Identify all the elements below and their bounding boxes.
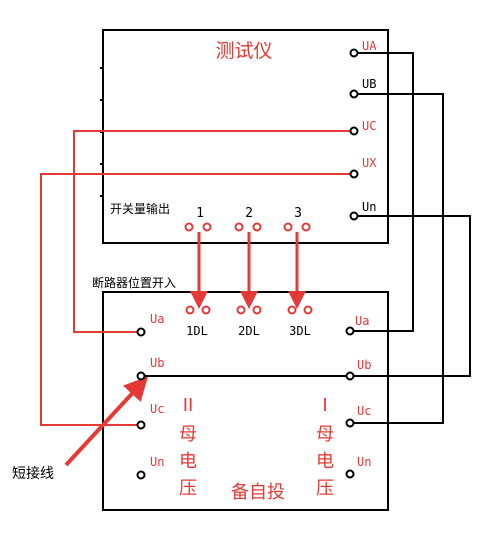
svg-text:电: 电 <box>179 451 197 472</box>
device-left-label-uc: Uc <box>150 402 164 416</box>
wire-un-to-ub <box>352 215 471 377</box>
breaker-label-3dl: 3DL <box>289 324 311 338</box>
terminal-right-ua <box>345 326 355 336</box>
bus2-voltage-label: II 母 电 压 <box>179 395 197 499</box>
output-number-1: 1 <box>196 206 204 221</box>
output-3-contact-b <box>301 222 311 232</box>
black-terminals <box>136 48 359 480</box>
output-2-contact-b <box>252 222 262 232</box>
device-left-label-ub: Ub <box>150 356 164 370</box>
wire-ux-to-uc <box>40 173 352 426</box>
wire-ua-to-right-ua <box>352 52 414 332</box>
terminal-tester-ub <box>349 89 359 99</box>
breaker-3dl-contact-b <box>303 305 313 315</box>
terminal-left-ub <box>136 371 146 381</box>
tester-terminal-label-ub: UB <box>362 77 376 91</box>
svg-text:母: 母 <box>179 424 197 445</box>
svg-text:压: 压 <box>179 478 197 499</box>
breaker-input-label: 断路器位置开入 <box>92 275 176 290</box>
switch-output-label: 开关量输出 <box>110 201 170 216</box>
device-right-label-ub: Ub <box>357 358 371 372</box>
output-number-3: 3 <box>294 206 302 221</box>
tester-terminal-label-ua: UA <box>362 39 377 53</box>
red-terminal-pairs <box>184 222 313 315</box>
breaker-2dl-contact-b <box>252 305 262 315</box>
terminal-tester-un <box>349 211 359 221</box>
svg-text:母: 母 <box>316 424 334 445</box>
output-1-contact-a <box>184 222 194 232</box>
svg-text:压: 压 <box>316 478 334 499</box>
terminal-left-ua <box>136 327 146 337</box>
device-left-label-un: Un <box>150 455 164 469</box>
terminal-right-ub <box>345 371 355 381</box>
terminal-tester-ua <box>349 48 359 58</box>
black-wires <box>144 52 471 424</box>
tester-terminal-label-ux: UX <box>362 156 377 170</box>
breaker-2dl-contact-a <box>236 305 246 315</box>
terminal-left-un <box>136 470 146 480</box>
red-wires <box>40 130 352 426</box>
wire-ub-to-right-uc <box>352 93 444 424</box>
output-2-contact-a <box>234 222 244 232</box>
device-right-label-un: Un <box>357 455 371 469</box>
terminal-tester-ux <box>349 169 359 179</box>
terminal-tester-uc <box>349 126 359 136</box>
tester-box <box>102 29 389 244</box>
short-wire-pointer-arrow <box>64 376 149 467</box>
breaker-label-2dl: 2DL <box>238 324 260 338</box>
device-left-label-ua: Ua <box>150 312 164 326</box>
bus1-voltage-label: I 母 电 压 <box>316 395 334 499</box>
device-right-label-ua: Ua <box>355 314 369 328</box>
svg-text:II: II <box>183 395 194 416</box>
terminal-right-un <box>345 469 355 479</box>
breaker-1dl-contact-b <box>201 305 211 315</box>
output-3-contact-a <box>283 222 293 232</box>
svg-text:电: 电 <box>316 451 334 472</box>
output-number-2: 2 <box>245 206 253 221</box>
wire-uc-to-ua <box>73 130 352 333</box>
short-wire-label: 短接线 <box>12 465 54 482</box>
svg-text:I: I <box>322 395 327 416</box>
terminal-right-uc <box>345 418 355 428</box>
tester-terminal-label-uc: UC <box>362 119 376 133</box>
breaker-3dl-contact-a <box>287 305 297 315</box>
breaker-label-1dl: 1DL <box>186 324 208 338</box>
device-title: 备自投 <box>231 482 285 503</box>
tester-terminal-label-un: Un <box>362 200 376 214</box>
terminal-left-uc <box>136 420 146 430</box>
output-1-contact-b <box>202 222 212 232</box>
switch-output-arrows <box>190 232 306 309</box>
tester-title: 测试仪 <box>215 40 272 62</box>
breaker-1dl-contact-a <box>185 305 195 315</box>
device-right-label-uc: Uc <box>357 404 371 418</box>
